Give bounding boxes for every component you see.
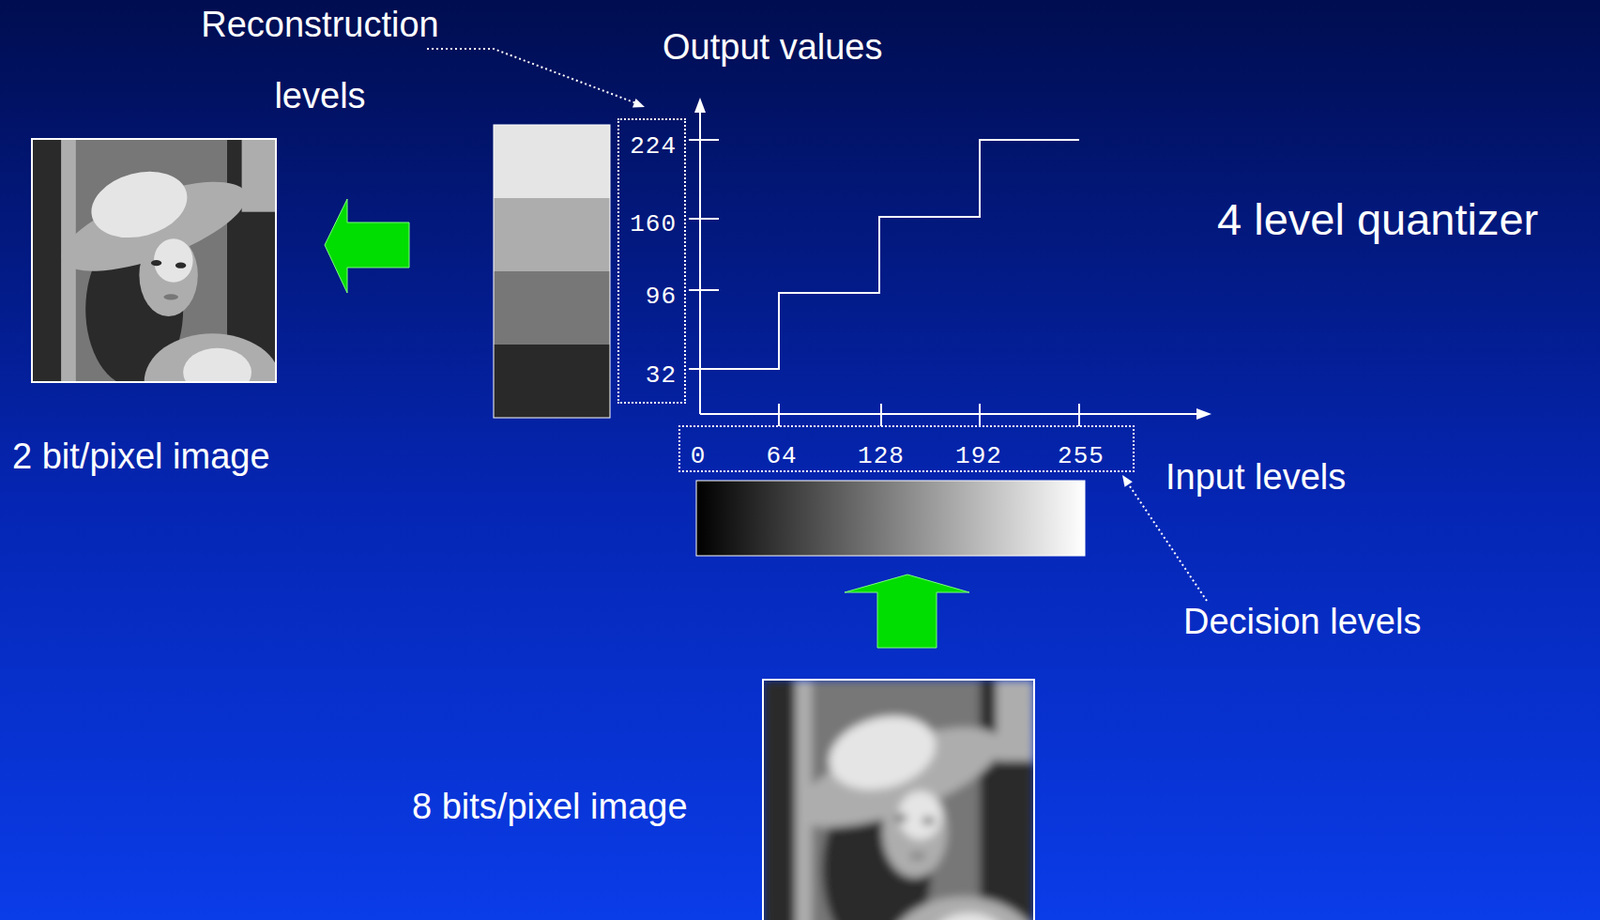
y-ticks — [688, 139, 719, 369]
leader-line — [1127, 483, 1207, 601]
decision-levels-box: 0 64 128 192 255 — [678, 425, 1135, 473]
quantizer-staircase — [700, 139, 1080, 369]
leader-arrowhead — [1122, 474, 1133, 488]
level-value: 128 — [857, 441, 905, 471]
callout-label: Decision levels — [1183, 600, 1421, 642]
image-caption: 8 bits/pixel image — [411, 785, 688, 827]
x-ticks — [778, 403, 1080, 427]
axis-label: Output values — [662, 26, 883, 68]
level-value: 0 — [690, 441, 707, 471]
image-caption: 2 bit/pixel image — [12, 435, 271, 477]
gray-level — [493, 271, 610, 345]
axis-label: Input levels — [1165, 456, 1346, 498]
level-value: 255 — [1057, 441, 1105, 471]
photo-frame — [31, 138, 276, 382]
gray-level — [493, 344, 610, 418]
leader-line — [426, 48, 637, 104]
gray-level — [493, 124, 610, 199]
axis-arrowhead — [1196, 408, 1212, 420]
reconstruction-levels-box: 224 160 96 32 — [617, 118, 686, 404]
leader-arrowhead — [632, 98, 645, 107]
green-arrow — [844, 574, 970, 648]
x-axis — [700, 412, 1199, 415]
level-value: 192 — [955, 441, 1003, 471]
axis-arrowhead — [694, 97, 706, 113]
level-value: 224 — [629, 132, 677, 161]
green-arrow — [324, 198, 410, 293]
level-value: 96 — [645, 282, 677, 311]
level-value: 160 — [629, 210, 677, 239]
callout-label: Reconstruction levels — [169, 0, 471, 132]
level-value: 64 — [765, 441, 797, 471]
two-bit-photo — [31, 138, 276, 382]
bar-frame — [493, 124, 610, 418]
input-gradient — [696, 480, 1085, 556]
gray-level — [493, 198, 610, 272]
level-value: 32 — [645, 361, 677, 390]
photo-frame — [762, 679, 1035, 920]
eight-bit-photo — [762, 679, 1035, 920]
slide-title: 4 level quantizer — [1217, 194, 1539, 245]
